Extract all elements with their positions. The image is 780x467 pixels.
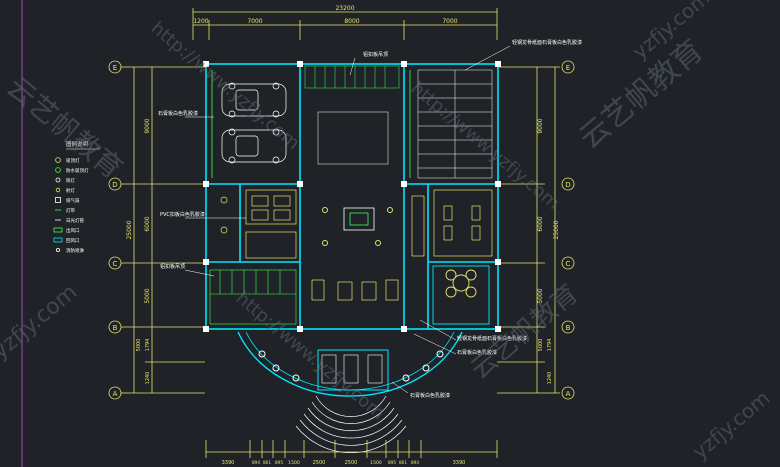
bottom-dimension-segment: 895 — [388, 460, 396, 465]
left-dimension-segment: 5000 — [144, 288, 151, 303]
legend-item: 防水吸顶灯 — [66, 167, 89, 174]
top-dimension-segment: 8000 — [344, 18, 359, 25]
legend-item: 排气扇 — [66, 197, 80, 204]
legend-item: 出风口 — [66, 227, 80, 234]
legend-item: 筒灯 — [66, 177, 75, 184]
living-room-ceiling — [311, 207, 399, 301]
right-dimension-segment: 9000 — [537, 118, 544, 133]
annotation-label: 轻钢龙骨纸面石膏板白色乳胶漆 — [512, 39, 582, 46]
annotation-leaders — [184, 45, 511, 394]
front-porch — [237, 331, 463, 453]
right-room-ceiling — [411, 189, 493, 257]
kitchen-ceiling — [209, 269, 297, 325]
bottom-dimension-segment: 2500 — [313, 460, 326, 466]
annotation-label: 铝扣板吊顶 — [160, 263, 185, 270]
grid-axis-label: A — [113, 390, 118, 398]
top-total-dimension: 23200 — [335, 5, 354, 12]
left-dimension-segment: 5000 — [136, 339, 142, 352]
annotation-label: 石膏板白色乳胶漆 — [410, 392, 450, 399]
watermark-text: yzfjy.com — [0, 280, 82, 365]
bottom-dimension-segment: 861 — [399, 460, 407, 465]
annotation-label: 石膏板白色乳胶漆 — [158, 110, 198, 117]
annotation-label: PVC扣板白色乳胶漆 — [160, 211, 205, 218]
watermark-text: 云艺帆教育 — [465, 279, 584, 386]
legend-item: 消防喷淋 — [66, 247, 84, 254]
annotation-label: 轻钢龙骨纸面石膏板白色乳胶漆 — [457, 335, 527, 342]
watermark-text: 云艺帆教育 — [1, 70, 129, 185]
legend-item: 日光灯管 — [66, 217, 84, 224]
grid-axis-right — [561, 60, 575, 400]
right-lower-chandelier — [432, 265, 490, 325]
grid-axis-left — [108, 60, 145, 400]
annotation-label: 铝扣板吊顶 — [363, 51, 388, 58]
bottom-dimension-segment: 861 — [263, 460, 271, 465]
bottom-dimension-segment: 3390 — [222, 460, 235, 466]
left-overall-dimension: 25000 — [126, 220, 133, 239]
bottom-dimension-segment: 895 — [275, 460, 283, 465]
watermark-text: yzfjy.com — [688, 386, 775, 464]
legend-item: 射灯 — [66, 187, 75, 194]
grid-axis-label: E — [566, 64, 570, 72]
right-overall-dimension: 25000 — [553, 220, 560, 239]
grid-axis-label: D — [565, 181, 570, 189]
legend-item: 回风口 — [66, 238, 80, 244]
top-center-ceiling — [304, 65, 400, 165]
top-right-area — [417, 69, 493, 179]
bottom-dimension-segment: 894 — [252, 460, 260, 465]
right-dimension-segment: 5000 — [537, 288, 544, 303]
grid-axis-label: A — [566, 390, 571, 398]
left-dimension-segment: 1240 — [145, 372, 151, 385]
bottom-dimension-segment: 1500 — [370, 460, 382, 466]
top-dimension-segment: 7000 — [442, 18, 457, 25]
left-dimension-segment: 9000 — [144, 118, 151, 133]
right-dimension-segment: 5000 — [538, 339, 544, 352]
legend-item: 灯带 — [66, 207, 75, 214]
top-dimension-segment: 7000 — [247, 18, 262, 25]
bottom-dimension-segment: 894 — [411, 460, 419, 465]
grid-axis-label: E — [113, 64, 117, 72]
grid-axis-label: B — [113, 324, 118, 332]
legend-symbols — [53, 157, 63, 252]
bottom-dimension-segment: 1500 — [288, 460, 300, 466]
annotation-label: 石膏板白色乳胶漆 — [457, 349, 497, 356]
bathroom-fixtures — [220, 189, 297, 259]
grid-axis-label: D — [112, 181, 117, 189]
watermark-text: http://www.yzfjy.com — [232, 288, 389, 424]
grid-axis-label: C — [113, 260, 118, 268]
watermark-text: http://www.yzfjy.com — [147, 18, 304, 154]
legend: 图例说明 吸顶灯 防水吸顶灯 筒灯 射灯 排气扇 灯带 日光灯管 出风口 回风口… — [53, 140, 100, 254]
left-dimension-segment: 6000 — [144, 216, 151, 231]
right-dimension-chain — [497, 66, 560, 394]
left-dimension-chain — [130, 66, 205, 394]
top-dimension-chain — [192, 8, 498, 40]
grid-axis-label: C — [566, 260, 571, 268]
left-dimension-segment: 1794 — [145, 339, 151, 352]
bottom-dimension-chain — [205, 440, 498, 458]
top-dimension-segment: 1200 — [193, 18, 208, 25]
structural-columns — [203, 61, 501, 332]
right-dimension-segment: 6000 — [537, 216, 544, 231]
bottom-dimension-segment: 2500 — [345, 460, 358, 466]
right-dimension-segment: 1794 — [547, 339, 553, 352]
garage-cars — [221, 82, 287, 164]
grid-axis-label: B — [566, 324, 571, 332]
legend-item: 吸顶灯 — [66, 157, 80, 164]
exterior-walls — [205, 63, 499, 330]
right-dimension-segment: 1240 — [547, 372, 553, 385]
legend-title: 图例说明 — [66, 140, 89, 148]
bottom-dimension-segment: 3390 — [453, 460, 466, 466]
